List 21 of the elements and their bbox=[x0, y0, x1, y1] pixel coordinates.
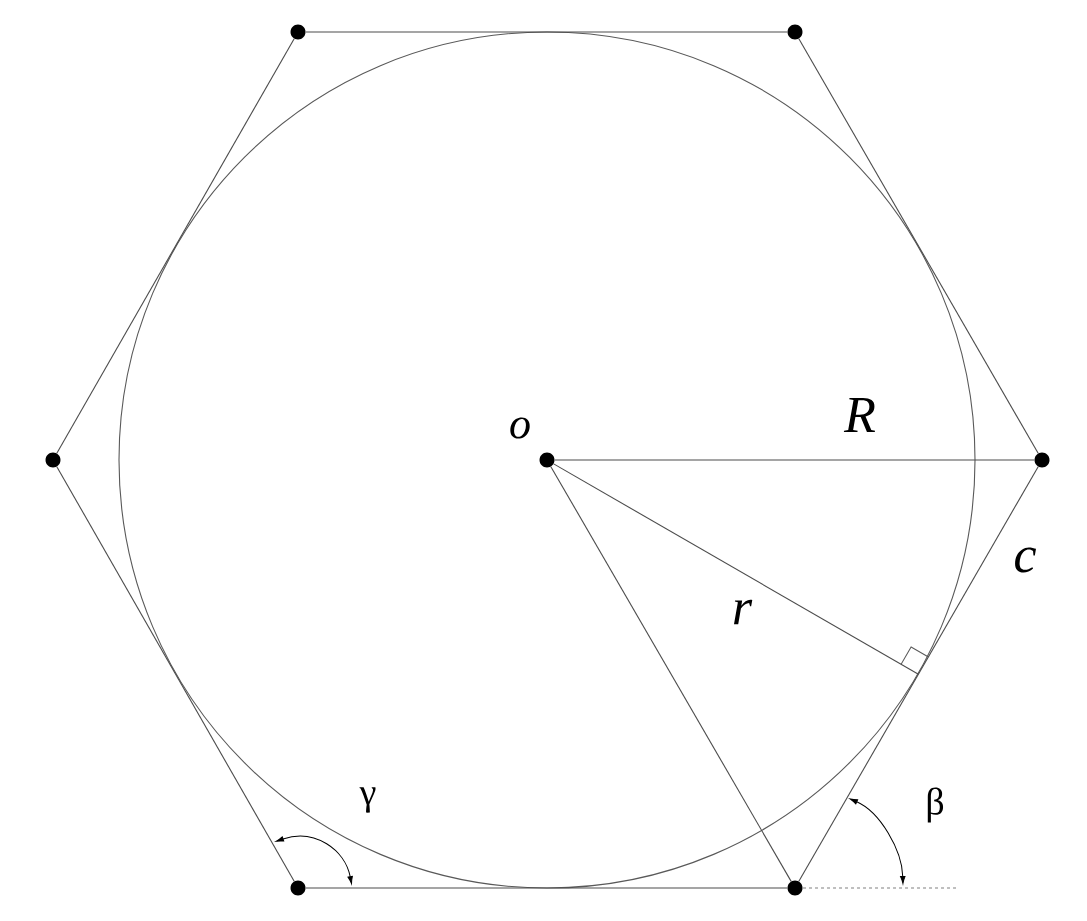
edge-label: c bbox=[1012, 546, 1038, 574]
vertex-dot bbox=[787, 880, 803, 896]
vertex-dot bbox=[290, 24, 306, 40]
vertex-dot bbox=[45, 452, 61, 468]
radius-line bbox=[550, 466, 792, 882]
angle-label: γ bbox=[359, 787, 376, 813]
polygon-side bbox=[305, 31, 788, 33]
vertex-dot bbox=[1034, 452, 1050, 468]
polygon-side bbox=[798, 38, 1039, 454]
point-label: o bbox=[510, 417, 530, 439]
polygon-side bbox=[798, 466, 1039, 882]
vertex-dot bbox=[290, 880, 306, 896]
radius-line bbox=[553, 463, 919, 675]
edge-label: R bbox=[843, 397, 877, 434]
polygon-side bbox=[56, 466, 295, 882]
polygon-side bbox=[56, 38, 295, 454]
polygon-side bbox=[305, 887, 788, 889]
radius-line bbox=[554, 459, 1035, 461]
vertex-dot bbox=[787, 24, 803, 40]
angle-label: β bbox=[927, 787, 944, 823]
edge-label: r bbox=[730, 598, 754, 626]
